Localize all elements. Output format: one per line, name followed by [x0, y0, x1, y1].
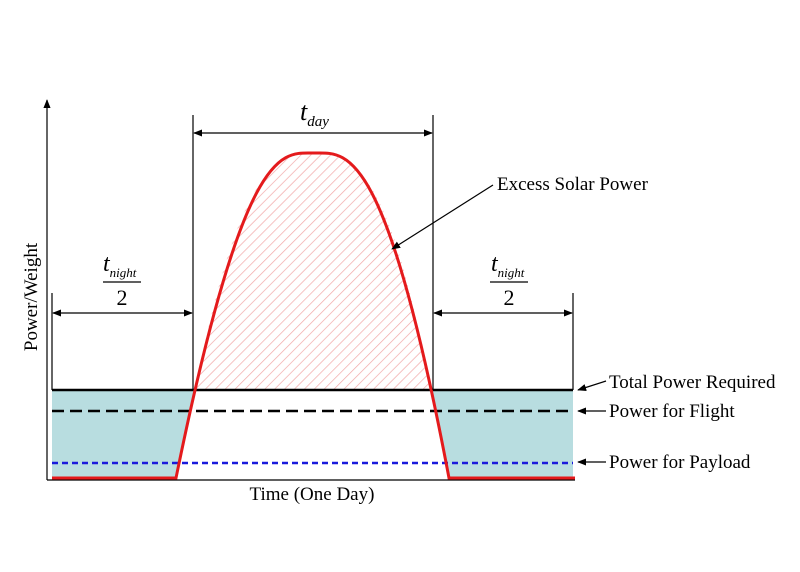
night-right-duration-label: tnight 2	[490, 251, 528, 310]
flight-power-label: Power for Flight	[609, 401, 735, 422]
excess-solar-label: Excess Solar Power	[497, 174, 649, 195]
solar-power-curve	[52, 151, 575, 480]
day-duration-subscript: day	[307, 114, 329, 130]
payload-power-label: Power for Payload	[609, 452, 751, 473]
total-power-pointer	[577, 380, 607, 391]
night-left-symbol: t	[103, 251, 111, 277]
night-left-denominator: 2	[117, 285, 128, 310]
night-left-duration-label: tnight 2	[103, 251, 141, 310]
excess-solar-region	[195, 153, 430, 390]
night-energy-region-right	[430, 390, 573, 478]
svg-text:tnight: tnight	[103, 251, 137, 280]
night-right-subscript: night	[498, 265, 525, 280]
night-energy-region-left	[52, 390, 195, 478]
night-right-denominator: 2	[504, 285, 515, 310]
total-power-label: Total Power Required	[609, 372, 776, 393]
night-left-subscript: night	[110, 265, 137, 280]
day-duration-label: tday	[300, 97, 329, 130]
night-right-symbol: t	[491, 251, 499, 277]
y-axis-label: Power/Weight	[21, 242, 42, 351]
svg-text:tnight: tnight	[491, 251, 525, 280]
excess-solar-pointer	[391, 184, 494, 250]
x-axis-label: Time (One Day)	[250, 484, 375, 505]
day-duration-symbol: t	[300, 97, 308, 126]
